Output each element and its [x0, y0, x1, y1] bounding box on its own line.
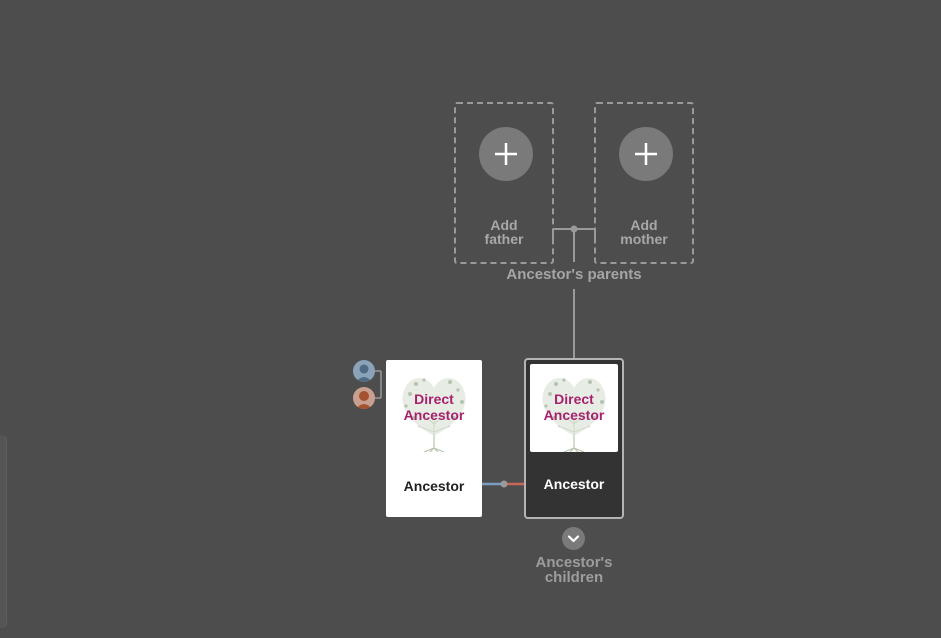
photo-text-direct: Direct: [414, 391, 454, 407]
add-mother-placeholder[interactable]: Add mother: [594, 102, 694, 264]
female-avatar-icon[interactable]: [353, 387, 375, 409]
chevron-down-icon: [567, 535, 580, 543]
photo-text-direct: Direct: [554, 391, 594, 407]
side-panel-handle[interactable]: [0, 435, 7, 628]
expand-children-button[interactable]: [562, 527, 585, 550]
photo-text-ancestor: Ancestor: [544, 407, 605, 423]
person-name: Ancestor: [403, 478, 465, 494]
plus-icon[interactable]: [479, 127, 533, 181]
spouse-person-card[interactable]: Direct Ancestor Ancestor: [386, 360, 482, 517]
plus-icon[interactable]: [619, 127, 673, 181]
tree-photo-icon: Direct Ancestor: [402, 377, 466, 452]
add-father-label: Add father: [484, 217, 524, 247]
parents-group-label: Ancestor's parents: [506, 266, 642, 283]
add-mother-label: Add mother: [620, 217, 668, 247]
male-avatar-icon[interactable]: [353, 360, 375, 382]
tree-photo-icon: Direct Ancestor: [542, 377, 606, 452]
profile-photo: Direct Ancestor: [530, 364, 618, 452]
person-name: Ancestor: [543, 476, 605, 492]
profile-photo: Direct Ancestor: [390, 364, 478, 452]
spouse-link-dot: [500, 480, 508, 488]
add-father-placeholder[interactable]: Add father: [454, 102, 554, 264]
photo-text-ancestor: Ancestor: [404, 407, 465, 423]
children-group-label: Ancestor's children: [535, 554, 613, 586]
focus-person-card[interactable]: Direct Ancestor Ancestor: [524, 358, 624, 519]
